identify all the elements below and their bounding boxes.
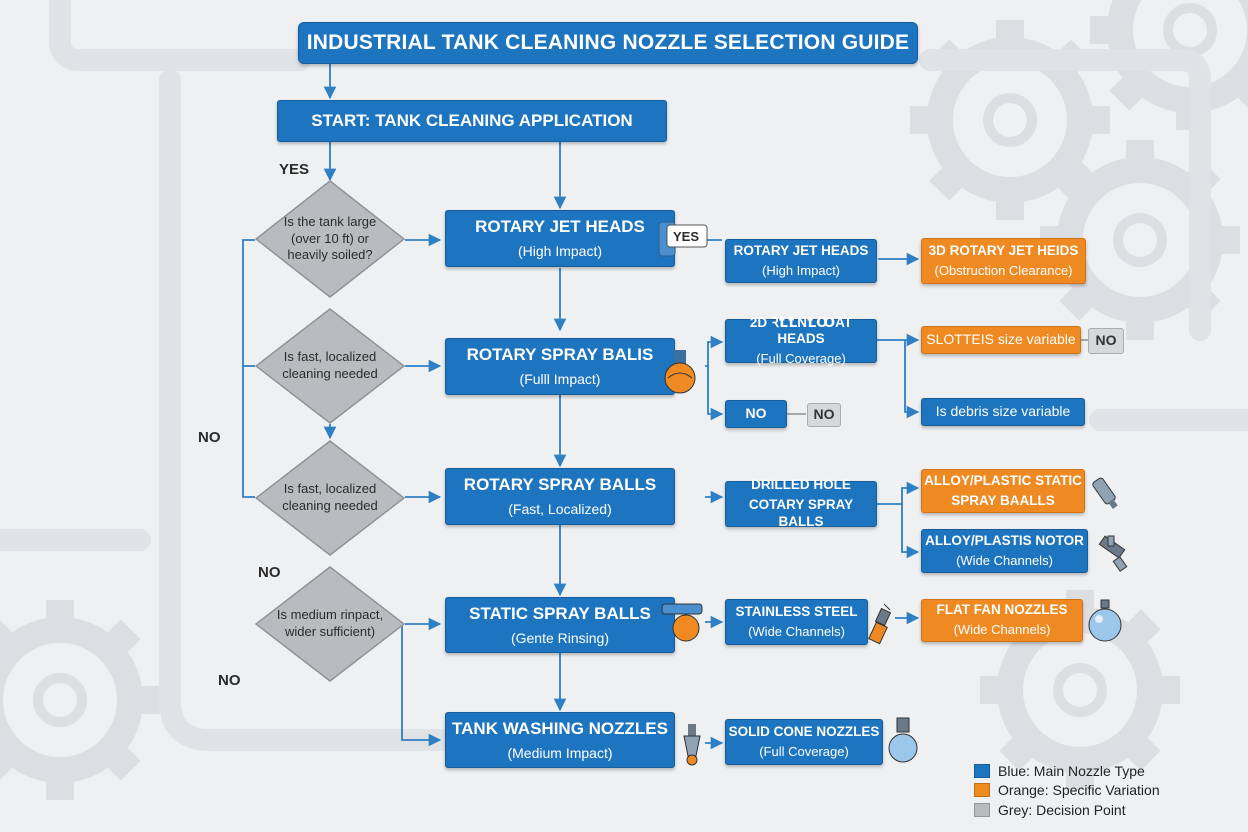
sub-no-box: NO: [725, 400, 787, 428]
main-rotary-spray-balls-fast: ROTARY SPRAY BALLS (Fast, Localized): [445, 468, 675, 525]
start-node: START: TANK CLEANING APPLICATION: [277, 100, 667, 142]
sub-title: ROTARY JET HEADS: [733, 242, 869, 258]
main-rotary-spray-balls-full: ROTARY SPRAY BALIS (Fulll Impact): [445, 338, 675, 395]
static-spray-nozzle-icon: [1088, 474, 1124, 519]
legend-item: Orange: Specific Variation: [974, 781, 1160, 801]
sub-drilled-hole: DRILLED HOLE COTARY SPRAY BALLS: [725, 477, 877, 529]
sub-stainless-steel: STAINLESS STEEL (Wide Channels): [725, 599, 868, 645]
static-spray-ball-icon: [660, 600, 708, 649]
variation-text: SLOTTEIS size variable: [926, 331, 1076, 348]
flat-fan-nozzle-icon: [1085, 598, 1125, 651]
no-tag-text: NO: [813, 406, 835, 423]
variation-subtitle: SPRAY BAALLS: [951, 492, 1055, 508]
no-tag: NO: [1088, 328, 1124, 354]
legend-label: Grey: Decision Point: [998, 801, 1126, 818]
main-tank-washing-nozzles: TANK WASHING NOZZLES (Medium Impact): [445, 712, 675, 768]
solid-cone-nozzle-icon: [886, 716, 920, 771]
stainless-nozzle-icon: [866, 600, 896, 651]
main-subtitle: (Gente Rinsing): [510, 629, 610, 646]
main-title: ROTARY SPRAY BALLS: [463, 475, 657, 495]
page-title-text: INDUSTRIAL TANK CLEANING NOZZLE SELECTIO…: [306, 30, 910, 54]
decision-text: Is fast, localized cleaning needed: [282, 349, 378, 381]
variation-title: ALLOY/PLASTIC STATIC: [924, 472, 1082, 488]
label-no: NO: [258, 564, 281, 581]
main-static-spray-balls: STATIC SPRAY BALLS (Gente Rinsing): [445, 597, 675, 653]
label-no: NO: [198, 429, 221, 446]
label-yes: YES: [279, 161, 310, 178]
legend-item: Blue: Main Nozzle Type: [974, 761, 1160, 781]
variation-title: 3D ROTARY JET HEIDS: [928, 242, 1079, 258]
decision-fast-localized-2: Is fast, localized cleaning needed: [255, 440, 405, 556]
start-node-text: START: TANK CLEANING APPLICATION: [311, 111, 633, 131]
decision-text: Is medium rinpact, wider sufficient): [276, 607, 384, 639]
main-subtitle: (Fulll Impact): [519, 371, 601, 388]
variation-flat-fan: FLAT FAN NOZZLES (Wide Channels): [921, 599, 1083, 642]
variation-alloy-static: ALLOY/PLASTIC STATIC SPRAY BAALLS: [921, 469, 1085, 513]
legend-item: Grey: Decision Point: [974, 800, 1160, 820]
decision-text: Is fast, localized cleaning needed: [282, 481, 378, 513]
variation-title: ALLOY/PLASTIS NOTOR: [925, 532, 1084, 548]
page-title: INDUSTRIAL TANK CLEANING NOZZLE SELECTIO…: [298, 22, 918, 64]
legend-label: Blue: Main Nozzle Type: [998, 762, 1145, 779]
sub-debris-text: Is debris size variable: [935, 403, 1071, 420]
sub-solid-cone: SOLID CONE NOZZLES (Full Coverage): [725, 719, 883, 765]
variation-slotted: SLOTTEIS size variable: [921, 326, 1081, 354]
main-title: TANK WASHING NOZZLES: [452, 718, 668, 738]
main-title: STATIC SPRAY BALLS: [469, 603, 651, 623]
main-title: ROTARY JET HEADS: [475, 217, 645, 237]
variation-subtitle: (Wide Channels): [956, 552, 1053, 568]
sub-debris-size: Is debris size variable: [921, 398, 1085, 426]
legend-label: Orange: Specific Variation: [998, 782, 1160, 799]
no-tag: NO: [807, 403, 841, 427]
variation-3d-rotary-jet-heads: 3D ROTARY JET HEIDS (Obstruction Clearan…: [921, 238, 1086, 284]
main-subtitle: (High Impact): [517, 243, 603, 260]
yes-callout-icon: YES: [655, 220, 711, 267]
main-rotary-jet-heads: ROTARY JET HEADS (High Impact): [445, 210, 675, 267]
decision-medium-impact: Is medium rinpact, wider sufficient): [255, 566, 405, 682]
legend-swatch-blue: [974, 763, 990, 778]
tank-washing-nozzle-icon: [678, 722, 706, 771]
decision-text: Is the tank large (over 10 ft) or heavil…: [283, 214, 377, 263]
sub-title: STAINLESS STEEL: [735, 603, 858, 619]
main-subtitle: (Fast, Localized): [508, 501, 612, 518]
sub-subtitle: (Wide Channels): [748, 623, 845, 639]
variation-subtitle: (Obstruction Clearance): [934, 262, 1073, 278]
variation-alloy-notor: ALLOY/PLASTIS NOTOR (Wide Channels): [921, 529, 1088, 573]
spray-ball-icon: [662, 348, 698, 401]
decision-fast-localized-1: Is fast, localized cleaning needed: [255, 308, 405, 424]
no-tag-text: NO: [1095, 332, 1117, 349]
variation-subtitle: (Wide Channels): [953, 622, 1051, 638]
sub-no-text: NO: [745, 405, 767, 422]
main-title: ROTARY SPRAY BALIS: [466, 345, 654, 365]
legend: Blue: Main Nozzle Type Orange: Specific …: [974, 761, 1160, 820]
label-no: NO: [218, 672, 241, 689]
sub-subtitle: (Full Coverage): [759, 743, 849, 759]
variation-title: FLAT FAN NOZZLES: [936, 602, 1068, 618]
sub-rotary-jet-heads: ROTARY JET HEADS (High Impact): [725, 239, 877, 283]
sub-subtitle: (High Impact): [761, 262, 841, 278]
sub-subtitle: COTARY SPRAY BALLS: [748, 497, 854, 529]
yes-callout-text: YES: [673, 229, 700, 244]
legend-swatch-orange: [974, 783, 990, 798]
sub-2d-heads: 2D ꝚꝈꝈNꝈꝎAT HEADS (Full Coverage): [725, 315, 877, 366]
rotor-nozzle-icon: [1094, 534, 1134, 579]
sub-subtitle: (Full Coverage): [756, 351, 846, 367]
sub-title: DRILLED HOLE: [751, 477, 851, 493]
legend-swatch-grey: [974, 802, 990, 817]
decision-tank-size: Is the tank large (over 10 ft) or heavil…: [255, 180, 405, 298]
sub-title: 2D ꝚꝈꝈNꝈꝎAT HEADS: [749, 314, 853, 347]
main-subtitle: (Medium Impact): [507, 744, 613, 761]
sub-title: SOLID CONE NOZZLES: [728, 723, 880, 739]
